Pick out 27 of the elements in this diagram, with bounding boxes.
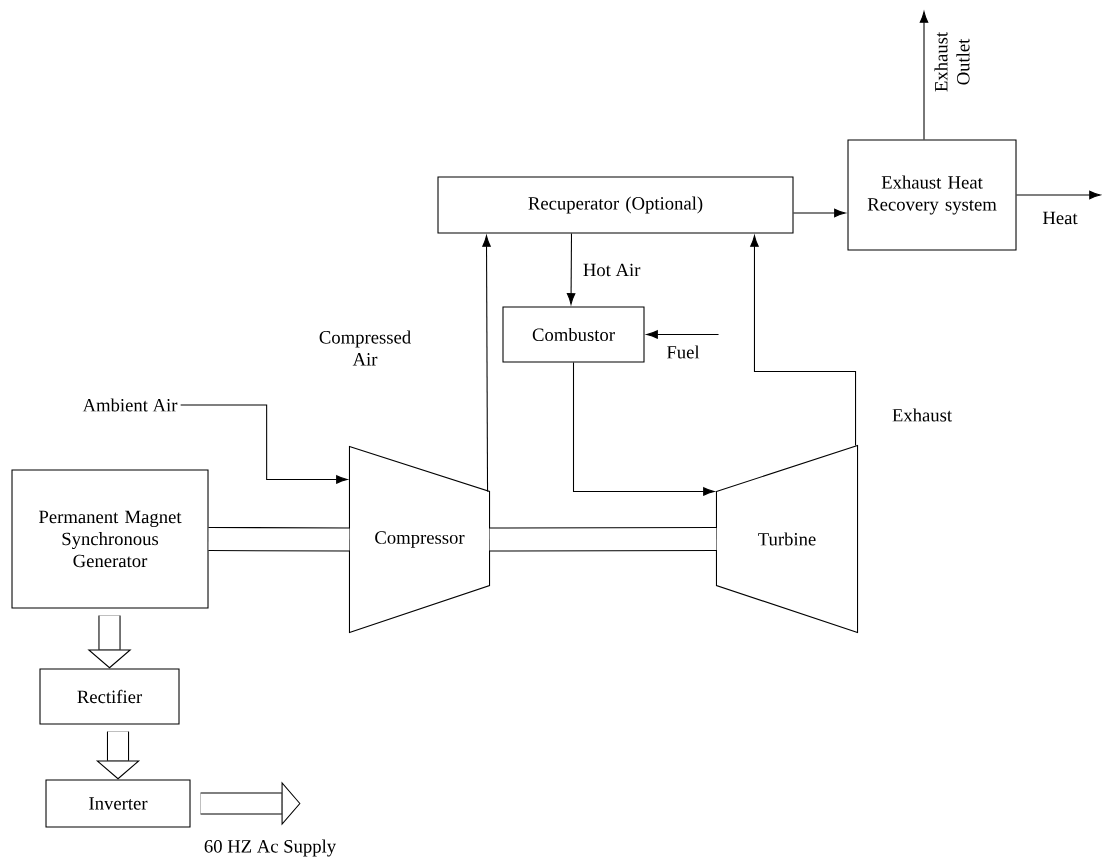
edge-label: Hot Air [581, 262, 642, 278]
arrow [482, 235, 491, 492]
edge-label: Compressed Air [313, 329, 417, 367]
arrow [572, 361, 715, 496]
process-box: Exhaust Heat Recovery system [847, 139, 1017, 251]
process-box: Permanent Magnet Synchronous Generator [11, 469, 209, 609]
shaft-line [489, 526, 717, 552]
arrow [793, 208, 846, 218]
shaft-line [208, 526, 350, 552]
edge-label: Heat [1041, 210, 1079, 226]
arrow [1016, 190, 1101, 200]
inlet-label: Ambient Air [82, 398, 178, 412]
edge-label: Fuel [665, 344, 701, 360]
turbine-trapezoid: Turbine [715, 444, 859, 634]
process-box: Inverter [45, 779, 191, 828]
process-box: Rectifier [39, 668, 180, 725]
process-box: Recuperator (Optional) [437, 176, 794, 234]
edge-label: Exhaust Outlet [933, 15, 971, 109]
edge-label: Exhaust [890, 407, 954, 423]
arrow [919, 11, 929, 140]
arrow [750, 235, 857, 446]
arrow [646, 330, 720, 339]
edge-label: 60 HZ Ac Supply [202, 838, 338, 858]
arrow [566, 233, 576, 305]
process-box: Combustor [502, 306, 645, 363]
arrow [180, 404, 348, 484]
compressor-trapezoid: Compressor [348, 445, 491, 634]
